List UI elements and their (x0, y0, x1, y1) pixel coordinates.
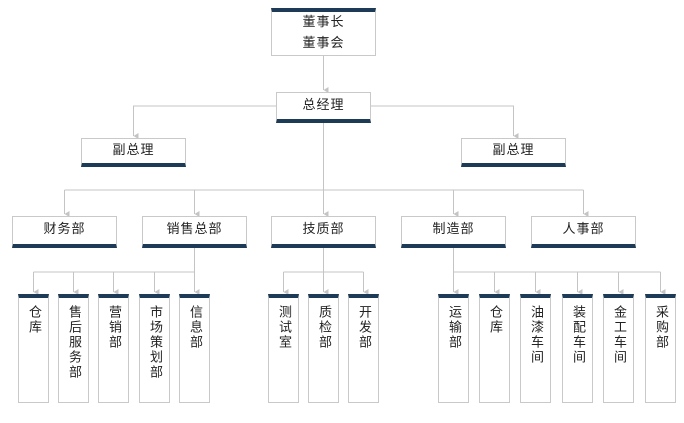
node-sales-child-marketing[interactable]: 营销部 (98, 294, 129, 403)
node-sales-child-market-planning[interactable]: 市场策划部 (139, 294, 170, 403)
node-general-manager-label: 总经理 (302, 97, 345, 113)
node-mfg-child-transport[interactable]: 运输部 (438, 294, 469, 403)
node-department-sales-label: 销售总部 (166, 222, 223, 238)
node-deputy-right-label: 副总理 (492, 142, 535, 158)
node-tech-child-test-lab[interactable]: 测试室 (268, 294, 299, 403)
node-sales-child-marketing-label: 营销部 (106, 305, 121, 350)
node-department-hr-label: 人事部 (562, 222, 605, 238)
node-deputy-left[interactable]: 副总理 (81, 138, 186, 167)
node-mfg-child-paint-shop-label: 油漆车间 (528, 305, 543, 365)
node-tech-child-quality-label: 质检部 (316, 305, 331, 350)
node-department-tech-label: 技质部 (302, 222, 345, 238)
node-mfg-child-purchasing[interactable]: 采购部 (645, 294, 676, 403)
node-mfg-child-purchasing-label: 采购部 (653, 305, 668, 350)
node-department-finance-label: 财务部 (43, 222, 86, 238)
node-mfg-child-assembly-shop-label: 装配车间 (570, 305, 585, 365)
node-department-manufacture-label: 制造部 (432, 222, 475, 238)
node-tech-child-development[interactable]: 开发部 (348, 294, 379, 403)
node-mfg-child-warehouse[interactable]: 仓库 (479, 294, 510, 403)
node-sales-child-aftersales-label: 售后服务部 (66, 305, 81, 380)
node-mfg-child-transport-label: 运输部 (446, 305, 461, 350)
node-sales-child-warehouse-label: 仓库 (26, 305, 41, 335)
node-sales-child-market-planning-label: 市场策划部 (147, 305, 162, 380)
node-mfg-child-paint-shop[interactable]: 油漆车间 (520, 294, 551, 403)
node-general-manager[interactable]: 总经理 (276, 92, 371, 123)
node-mfg-child-metalwork-shop[interactable]: 金工车间 (603, 294, 634, 403)
node-sales-child-warehouse[interactable]: 仓库 (18, 294, 49, 403)
node-tech-child-test-lab-label: 测试室 (276, 305, 291, 350)
node-mfg-child-warehouse-label: 仓库 (487, 305, 502, 335)
node-sales-child-information[interactable]: 信息部 (179, 294, 210, 403)
node-department-sales[interactable]: 销售总部 (142, 216, 247, 248)
node-department-hr[interactable]: 人事部 (531, 216, 636, 248)
node-department-finance[interactable]: 财务部 (12, 216, 117, 248)
node-tech-child-quality[interactable]: 质检部 (308, 294, 339, 403)
node-board-label: 董事长 董事会 (302, 14, 345, 51)
node-board[interactable]: 董事长 董事会 (271, 8, 376, 56)
link-gm-to-deputy-right (371, 105, 519, 139)
node-mfg-child-metalwork-shop-label: 金工车间 (611, 305, 626, 365)
node-deputy-right[interactable]: 副总理 (461, 138, 566, 167)
node-department-manufacture[interactable]: 制造部 (401, 216, 506, 248)
node-tech-child-development-label: 开发部 (356, 305, 371, 350)
node-deputy-left-label: 副总理 (112, 142, 155, 158)
node-mfg-child-assembly-shop[interactable]: 装配车间 (562, 294, 593, 403)
node-department-tech[interactable]: 技质部 (271, 216, 376, 248)
link-gm-to-deputy-left (133, 105, 276, 139)
node-sales-child-aftersales[interactable]: 售后服务部 (58, 294, 89, 403)
node-sales-child-information-label: 信息部 (187, 305, 202, 350)
